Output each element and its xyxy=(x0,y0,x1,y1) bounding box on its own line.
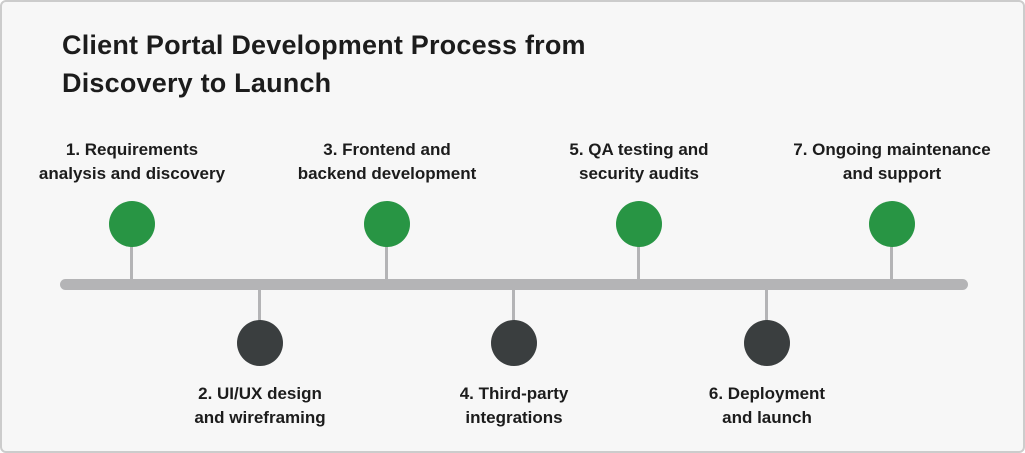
milestone-dot xyxy=(237,320,283,366)
connector-line xyxy=(258,287,261,327)
connector-line xyxy=(385,242,388,282)
milestone-dot xyxy=(364,201,410,247)
connector-line xyxy=(765,287,768,327)
milestone-label: 2. UI/UX design and wireframing xyxy=(194,384,326,427)
milestone-dot xyxy=(109,201,155,247)
milestone-label: 1. Requirements analysis and discovery xyxy=(38,140,226,183)
milestone-label: 4. Third-party integrations xyxy=(459,384,569,427)
milestone-dot xyxy=(869,201,915,247)
milestone-label: 7. Ongoing maintenance and support xyxy=(793,140,991,183)
milestone-label: 5. QA testing and security audits xyxy=(569,140,709,183)
timeline-bar xyxy=(60,279,968,290)
milestone-dot xyxy=(491,320,537,366)
milestone-label: 3. Frontend and backend development xyxy=(297,140,477,183)
diagram-title: Client Portal Development Process from D… xyxy=(62,30,586,98)
connector-line xyxy=(637,242,640,282)
milestone-dot xyxy=(744,320,790,366)
milestone-label: 6. Deployment and launch xyxy=(708,384,826,427)
connector-line xyxy=(130,242,133,282)
milestone-dot xyxy=(616,201,662,247)
connector-line xyxy=(890,242,893,282)
connector-line xyxy=(512,287,515,327)
